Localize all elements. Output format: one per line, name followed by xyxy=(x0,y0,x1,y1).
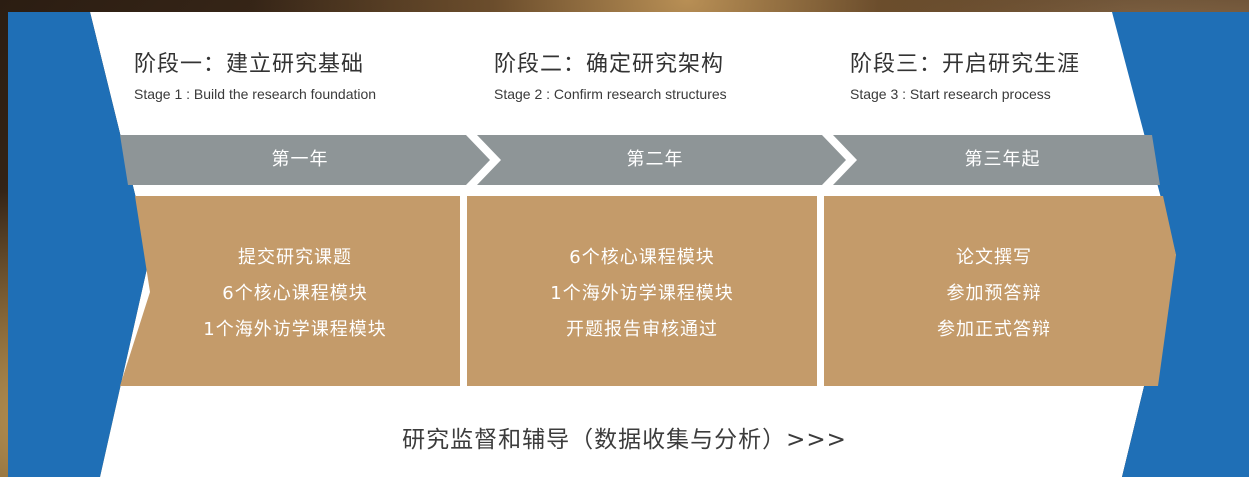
year-band-2 xyxy=(477,135,846,185)
task-item: 6个核心课程模块 xyxy=(222,283,368,304)
year-label-3: 第三年起 xyxy=(964,149,1041,170)
year-label-2: 第二年 xyxy=(626,149,684,170)
stage-3-title: 阶段三：开启研究生涯 xyxy=(850,52,1081,77)
left-blue-chevron xyxy=(8,12,150,477)
year-band-1 xyxy=(120,135,490,185)
stage-3-header: 阶段三：开启研究生涯 Stage 3 : Start research proc… xyxy=(850,46,1080,102)
task-item: 参加预答辩 xyxy=(946,283,1042,304)
task-box-1 xyxy=(120,196,460,386)
stage-1-header: 阶段一：建立研究基础 Stage 1 : Build the research … xyxy=(134,46,376,102)
task-box-3 xyxy=(824,196,1176,386)
year-band-3 xyxy=(833,135,1160,185)
stage-3-subtitle: Stage 3 : Start research process xyxy=(850,86,1051,102)
stage-2-header: 阶段二：确定研究架构 Stage 2 : Confirm research st… xyxy=(494,46,727,102)
stage-1-title: 阶段一：建立研究基础 xyxy=(134,52,365,77)
task-list-2: 6个核心课程模块 1个海外访学课程模块 开题报告审核通过 xyxy=(467,196,817,386)
task-item: 1个海外访学课程模块 xyxy=(203,319,387,340)
task-item: 提交研究课题 xyxy=(238,247,352,268)
task-item: 论文撰写 xyxy=(956,247,1032,268)
stage-2-title: 阶段二：确定研究架构 xyxy=(494,52,725,77)
task-list-1: 提交研究课题 6个核心课程模块 1个海外访学课程模块 xyxy=(130,196,460,386)
task-list-3: 论文撰写 参加预答辩 参加正式答辩 xyxy=(824,196,1164,386)
task-item: 开题报告审核通过 xyxy=(566,319,718,340)
stage-2-subtitle: Stage 2 : Confirm research structures xyxy=(494,86,727,102)
supervision-footer: 研究监督和辅导（数据收集与分析）>>> xyxy=(402,427,847,453)
task-item: 参加正式答辩 xyxy=(937,319,1051,340)
task-item: 6个核心课程模块 xyxy=(569,247,715,268)
year-label-1: 第一年 xyxy=(271,149,329,170)
task-box-2 xyxy=(467,196,817,386)
right-blue-chevron xyxy=(1112,12,1249,477)
task-item: 1个海外访学课程模块 xyxy=(550,283,734,304)
stage-1-subtitle: Stage 1 : Build the research foundation xyxy=(134,86,377,102)
